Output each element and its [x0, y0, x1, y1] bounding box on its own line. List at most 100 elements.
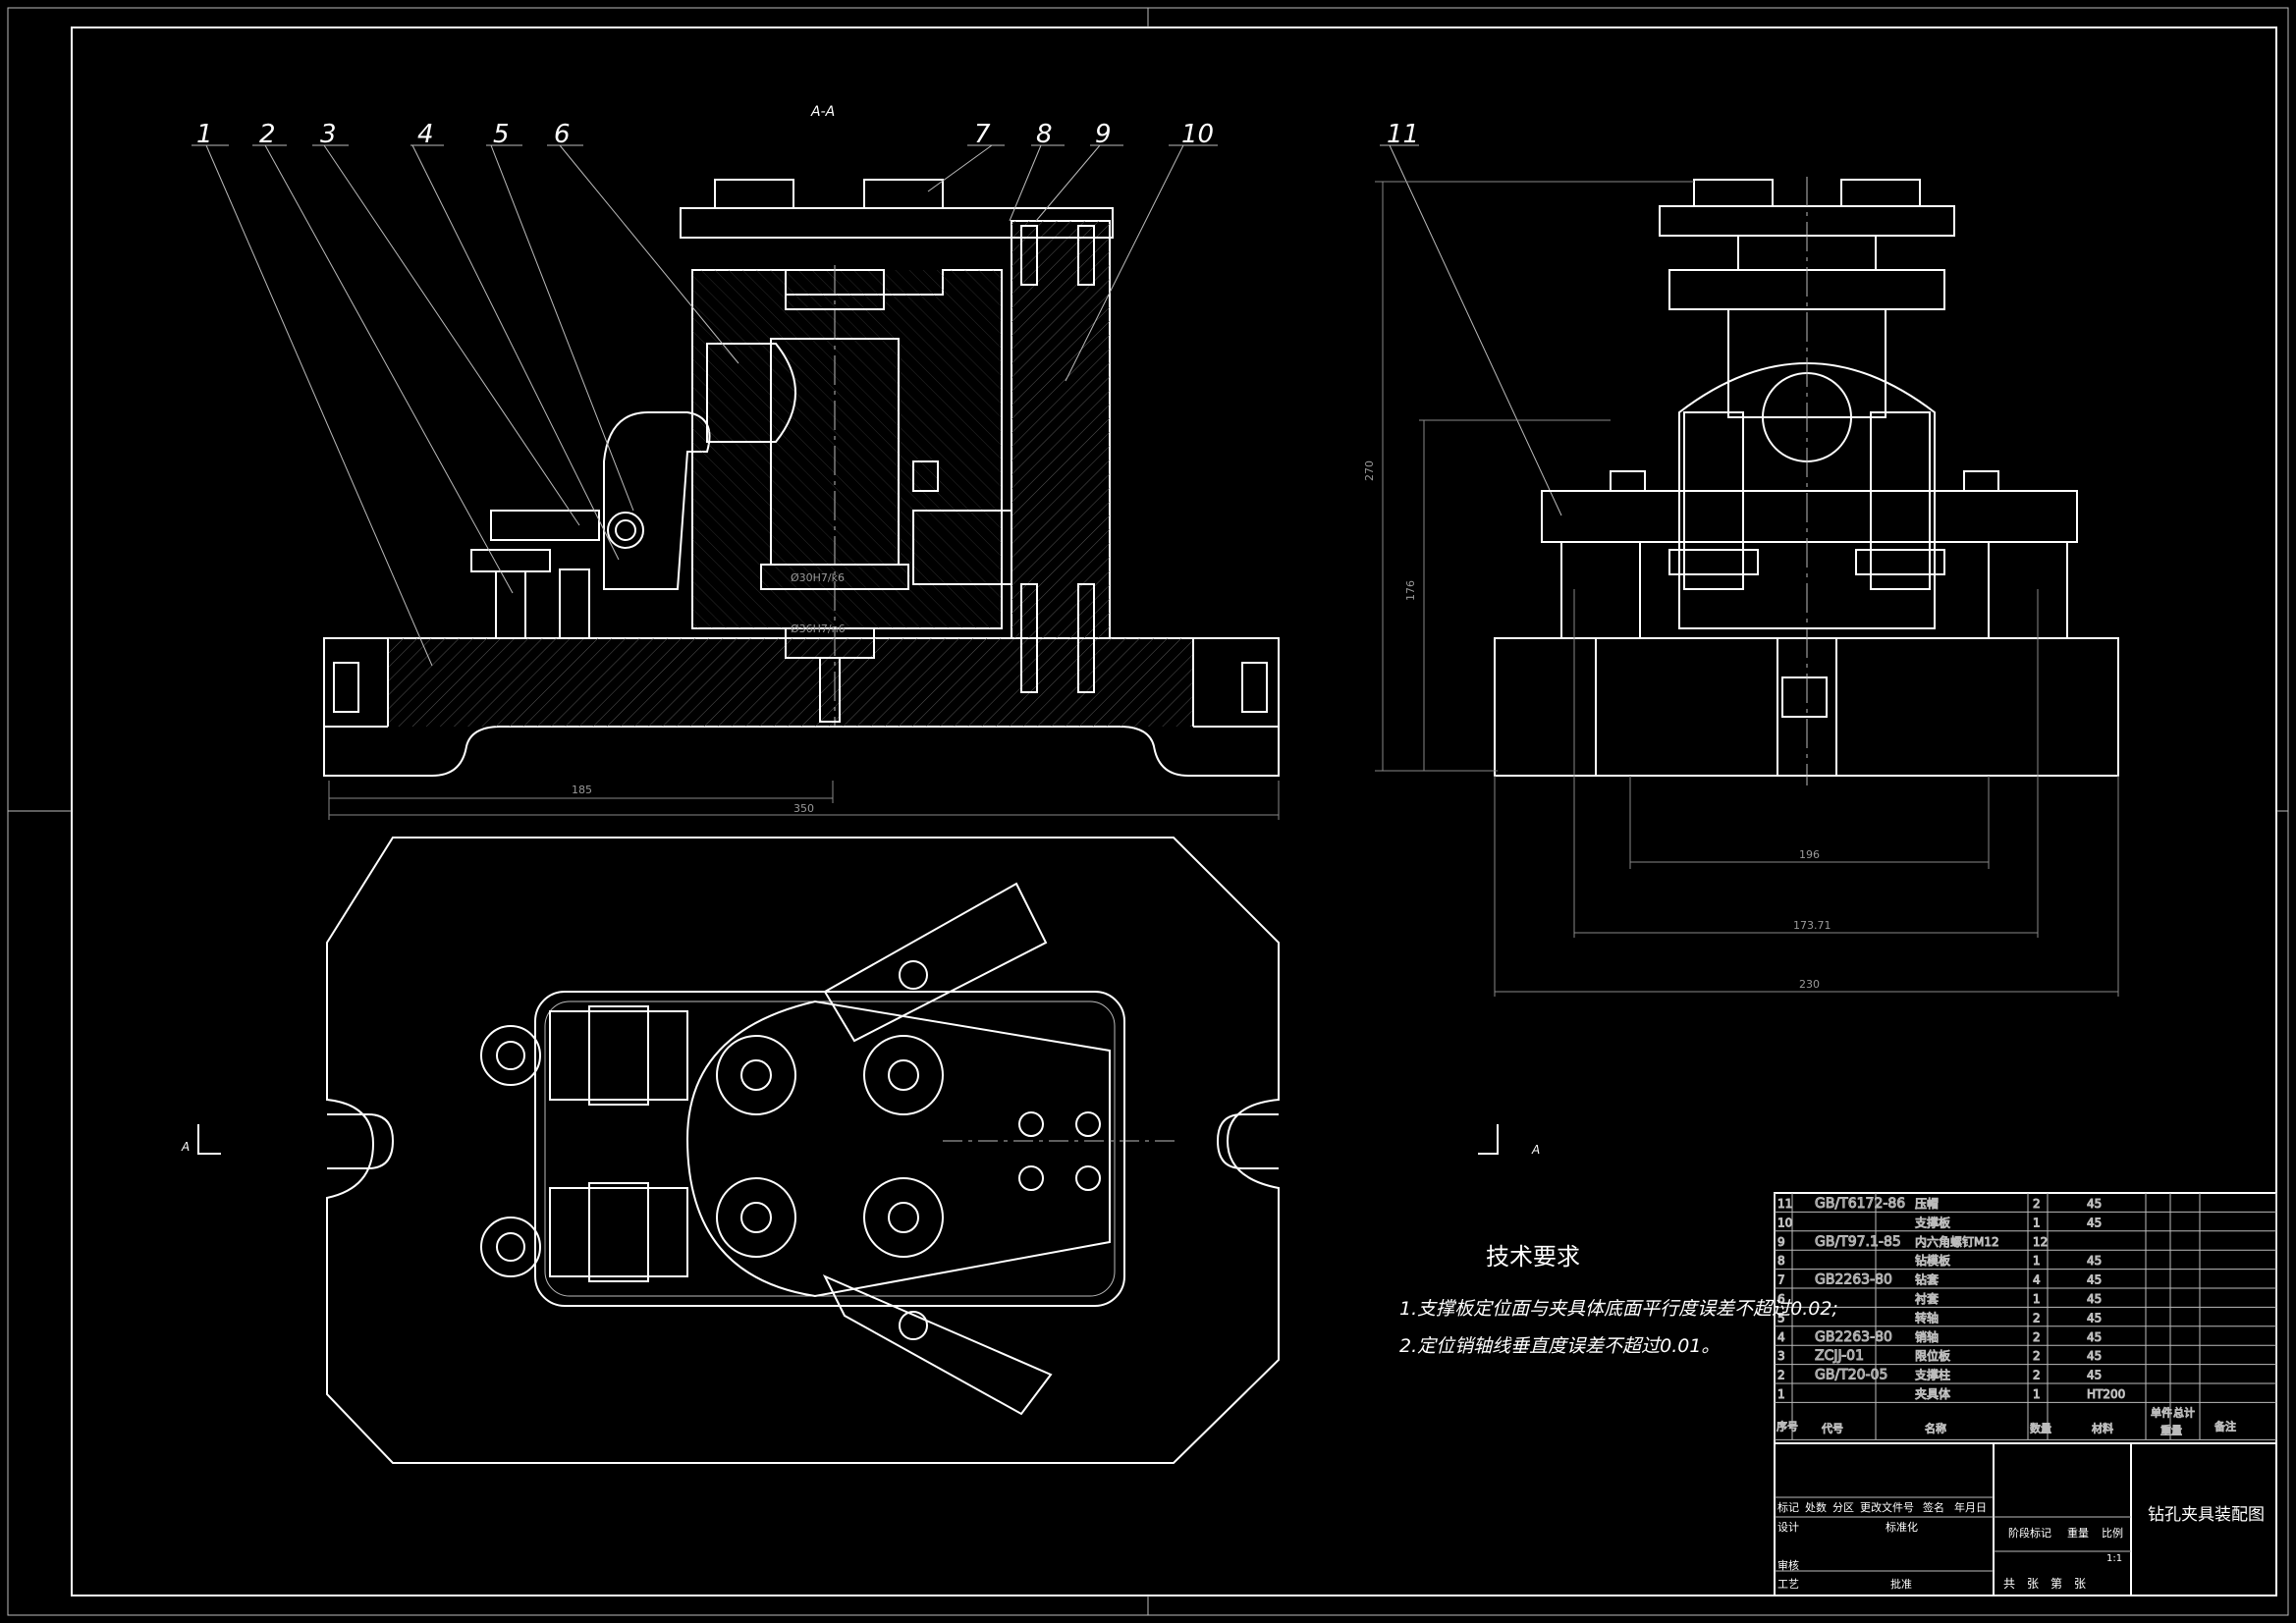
- parts-header-no: 序号: [1777, 1419, 1798, 1433]
- part-code: GB2263-80: [1815, 1329, 1892, 1345]
- part-qty: 4: [2033, 1273, 2041, 1287]
- part-no: 1: [1777, 1387, 1785, 1401]
- tb-scale: 比例: [2102, 1526, 2123, 1540]
- part-material: 45: [2087, 1349, 2102, 1363]
- balloon-2: 2: [259, 120, 276, 149]
- part-name: 支撑板: [1915, 1215, 1950, 1229]
- part-material: 45: [2087, 1369, 2102, 1382]
- tb-sheets: 共 张 第 张: [2003, 1577, 2086, 1591]
- part-name: 钻套: [1915, 1272, 1939, 1287]
- balloon-7: 7: [974, 120, 991, 149]
- balloon-4: 4: [417, 120, 434, 149]
- part-material: 45: [2087, 1330, 2102, 1344]
- dim-176: 176: [1404, 580, 1417, 601]
- dim-196: 196: [1799, 848, 1820, 861]
- parts-header-qty: 数量: [2030, 1422, 2051, 1434]
- top-view: A A: [181, 837, 1540, 1464]
- part-code: GB2263-80: [1815, 1272, 1892, 1288]
- part-qty: 2: [2033, 1311, 2041, 1325]
- part-no: 6: [1777, 1292, 1785, 1306]
- requirement-2: 2.定位销轴线垂直度误差不超过0.01。: [1399, 1335, 1721, 1357]
- tb-scale-value: 1:1: [2106, 1553, 2122, 1564]
- part-code: GB/T97.1-85: [1815, 1234, 1901, 1250]
- part-no: 3: [1777, 1349, 1785, 1363]
- parts-header-remark: 备注: [2214, 1419, 2236, 1433]
- dim-173: 173.71: [1793, 919, 1831, 932]
- part-material: 45: [2087, 1197, 2102, 1211]
- drawing-title: 钻孔夹具装配图: [2148, 1505, 2265, 1525]
- balloon-1: 1: [196, 120, 213, 149]
- part-no: 7: [1777, 1273, 1785, 1287]
- part-qty: 1: [2033, 1216, 2041, 1229]
- dim-270: 270: [1363, 460, 1376, 481]
- section-label: A-A: [810, 104, 835, 120]
- dim-350: 350: [793, 802, 814, 815]
- part-material: 45: [2087, 1273, 2102, 1287]
- tb-count: 处数: [1805, 1501, 1827, 1514]
- part-material: 45: [2087, 1216, 2102, 1229]
- sheet-border: [7, 7, 2289, 1616]
- tb-change-doc: 更改文件号: [1860, 1500, 1914, 1514]
- part-qty: 1: [2033, 1292, 2041, 1306]
- fit-annotation-2: Ø36H7/n6: [791, 622, 846, 635]
- part-name: 限位板: [1915, 1348, 1950, 1363]
- tb-weight: 重量: [2067, 1526, 2089, 1540]
- part-qty: 2: [2033, 1197, 2041, 1211]
- parts-header-weight: 重量: [2160, 1423, 2182, 1436]
- part-qty: 2: [2033, 1369, 2041, 1382]
- parts-header-code: 代号: [1822, 1422, 1843, 1434]
- part-material: 45: [2087, 1292, 2102, 1306]
- part-qty: 1: [2033, 1387, 2041, 1401]
- part-qty: 2: [2033, 1330, 2041, 1344]
- part-name: 转轴: [1915, 1310, 1939, 1325]
- balloon-9: 9: [1095, 120, 1112, 149]
- balloon-6: 6: [554, 120, 571, 149]
- tb-approve: 批准: [1890, 1577, 1912, 1591]
- parts-header-material: 材料: [2092, 1421, 2113, 1434]
- parts-header-total: 总计: [2173, 1405, 2195, 1419]
- tb-sign: 签名: [1923, 1500, 1944, 1514]
- tb-standard: 标准化: [1886, 1520, 1918, 1534]
- tb-zone: 分区: [1832, 1501, 1854, 1514]
- dim-230: 230: [1799, 978, 1820, 991]
- part-no: 4: [1777, 1330, 1785, 1344]
- tb-process: 工艺: [1777, 1578, 1799, 1591]
- tb-mark: 标记: [1777, 1500, 1799, 1514]
- view-arrow-right: A: [1531, 1143, 1540, 1157]
- parts-header-name: 名称: [1925, 1421, 1946, 1434]
- view-arrow-left: A: [181, 1140, 190, 1154]
- part-no: 11: [1777, 1197, 1792, 1211]
- part-no: 10: [1777, 1216, 1792, 1229]
- requirement-1: 1.支撑板定位面与夹具体底面平行度误差不超过0.02;: [1399, 1298, 1838, 1320]
- part-name: 压帽: [1915, 1196, 1939, 1211]
- part-no: 2: [1777, 1369, 1785, 1382]
- part-name: 衬套: [1915, 1292, 1939, 1306]
- part-code: ZCJJ-01: [1815, 1348, 1864, 1364]
- balloon-10: 10: [1181, 120, 1214, 149]
- balloon-8: 8: [1036, 120, 1053, 149]
- part-no: 9: [1777, 1235, 1785, 1249]
- tb-check: 审核: [1777, 1558, 1799, 1572]
- part-no: 8: [1777, 1254, 1785, 1268]
- parts-header-unit: 单件: [2151, 1406, 2172, 1419]
- tb-design: 设计: [1777, 1521, 1799, 1534]
- part-name: 夹具体: [1915, 1387, 1950, 1401]
- fit-annotation-1: Ø30H7/k6: [791, 571, 845, 584]
- part-material: 45: [2087, 1311, 2102, 1325]
- balloon-11: 11: [1387, 120, 1419, 149]
- part-name: 内六角螺钉M12: [1915, 1235, 1999, 1249]
- part-qty: 12: [2033, 1235, 2048, 1249]
- part-no: 5: [1777, 1311, 1785, 1325]
- tb-date: 年月日: [1954, 1500, 1987, 1514]
- part-material: HT200: [2087, 1387, 2125, 1401]
- part-name: 支撑柱: [1915, 1368, 1950, 1382]
- tb-stage: 阶段标记: [2008, 1526, 2051, 1540]
- part-qty: 1: [2033, 1254, 2041, 1268]
- front-section-view: Ø30H7/k6 Ø36H7/n6: [191, 144, 1562, 820]
- side-view: 270 176 196 173.71 230: [1363, 177, 2119, 997]
- part-qty: 2: [2033, 1349, 2041, 1363]
- balloon-5: 5: [493, 120, 510, 149]
- part-code: GB/T20-05: [1815, 1368, 1887, 1383]
